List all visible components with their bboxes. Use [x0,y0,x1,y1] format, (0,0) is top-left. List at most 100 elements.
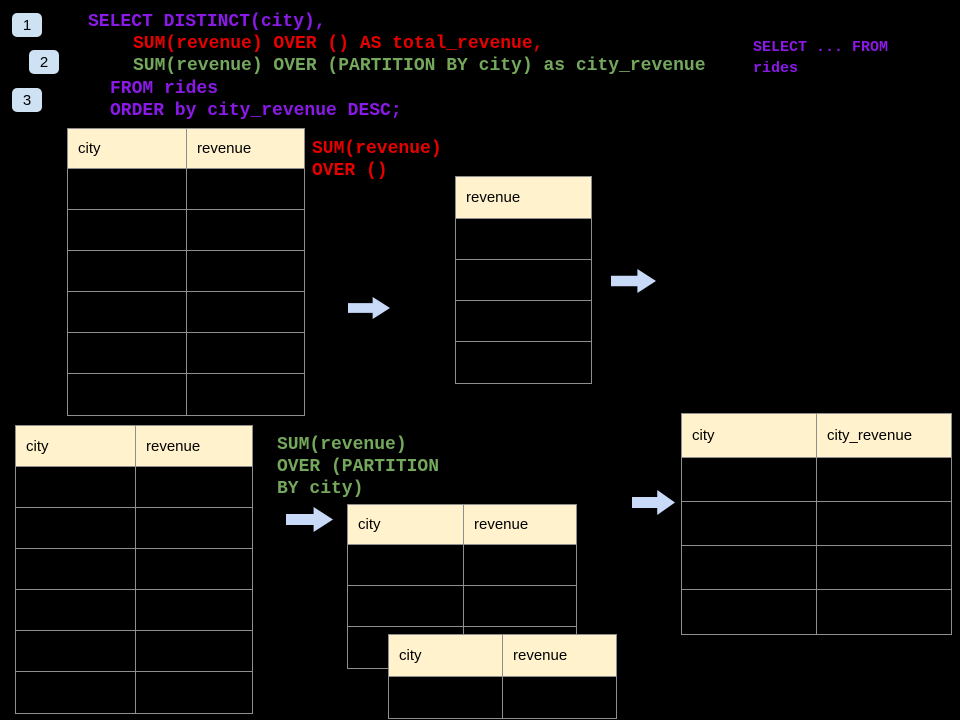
table-cell [348,586,464,627]
step-badge-3: 3 [12,88,42,112]
table-cell [682,502,817,546]
table-row [16,631,252,672]
table-cell [187,210,304,251]
table-row [16,590,252,631]
step-badge-1: 1 [12,13,42,37]
table-cell [817,502,951,546]
table-cell [16,631,136,672]
flow-arrow-icon [611,269,656,293]
table-row [456,342,591,383]
table-row [682,458,951,502]
result-table: city city_revenue [681,413,952,635]
table-row [16,672,252,713]
table-cell [16,590,136,631]
table-cell [187,292,304,333]
table-cell [68,169,187,210]
table-header-row: city city_revenue [682,414,951,458]
column-header-revenue: revenue [187,129,304,169]
table-cell [16,508,136,549]
annotation-partition-window-line2: OVER (PARTITION [277,457,440,477]
table-row [348,586,576,627]
table-row [456,219,591,260]
annotation-total-window-line2: OVER () [312,161,388,181]
column-header-city: city [682,414,817,458]
column-header-city: city [68,129,187,169]
table-row [682,546,951,590]
table-cell [136,590,252,631]
table-cell [68,374,187,415]
table-cell [456,260,591,301]
table-cell [136,631,252,672]
table-cell [464,586,576,627]
partition-source-table: city revenue [15,425,253,714]
side-note-select-from: SELECT ... FROM [753,39,889,56]
annotation-partition-window-line1: SUM(revenue) [277,435,407,455]
annotation-partition-window-line3: BY city) [277,479,364,499]
column-header-city: city [16,426,136,467]
sql-line-from: FROM rides [110,79,219,99]
table-row [456,260,591,301]
table-cell [136,672,252,713]
sql-line-order-by: ORDER by city_revenue DESC; [110,101,402,121]
table-cell [68,292,187,333]
partition-group1-table: city revenue [347,504,577,669]
table-cell [682,458,817,502]
table-row [348,545,576,586]
column-header-city: city [389,635,503,677]
table-row [16,467,252,508]
table-cell [456,219,591,260]
table-cell [187,374,304,415]
table-row [682,590,951,634]
table-cell [817,546,951,590]
table-cell [817,590,951,634]
table-cell [348,545,464,586]
table-cell [16,672,136,713]
column-header-city: city [348,505,464,545]
table-row [68,374,304,415]
table-cell [682,546,817,590]
partition-group2-table: city revenue [388,634,617,719]
table-cell [389,677,503,718]
table-cell [456,301,591,342]
table-cell [68,333,187,374]
table-cell [68,251,187,292]
table-cell [136,467,252,508]
annotation-total-window-line1: SUM(revenue) [312,139,442,159]
side-note-rides: rides [753,60,799,77]
table-header-row: revenue [456,177,591,219]
table-cell [817,458,951,502]
table-header-row: city revenue [68,129,304,169]
table-row [68,292,304,333]
table-row [16,549,252,590]
table-row [68,251,304,292]
sql-line-total-sum: SUM(revenue) OVER () AS total_revenue, [133,34,544,54]
table-row [68,333,304,374]
table-cell [503,677,616,718]
table-row [456,301,591,342]
table-cell [187,333,304,374]
table-cell [136,549,252,590]
table-row [68,169,304,210]
table-row [389,677,616,718]
table-row [16,508,252,549]
table-cell [464,545,576,586]
table-header-row: city revenue [348,505,576,545]
flow-arrow-icon [286,507,333,532]
sql-line-select: SELECT DISTINCT(city), [88,12,326,32]
table-row [68,210,304,251]
table-row [682,502,951,546]
table-cell [456,342,591,383]
column-header-revenue: revenue [136,426,252,467]
table-cell [68,210,187,251]
flow-arrow-icon [348,297,390,319]
table-header-row: city revenue [389,635,616,677]
table-cell [187,251,304,292]
sql-line-partition-sum: SUM(revenue) OVER (PARTITION BY city) as… [133,56,706,76]
table-cell [136,508,252,549]
table-cell [682,590,817,634]
total-revenue-table: revenue [455,176,592,384]
column-header-city-revenue: city_revenue [817,414,951,458]
source-table: city revenue [67,128,305,416]
flow-arrow-icon [632,490,675,515]
column-header-revenue: revenue [464,505,576,545]
